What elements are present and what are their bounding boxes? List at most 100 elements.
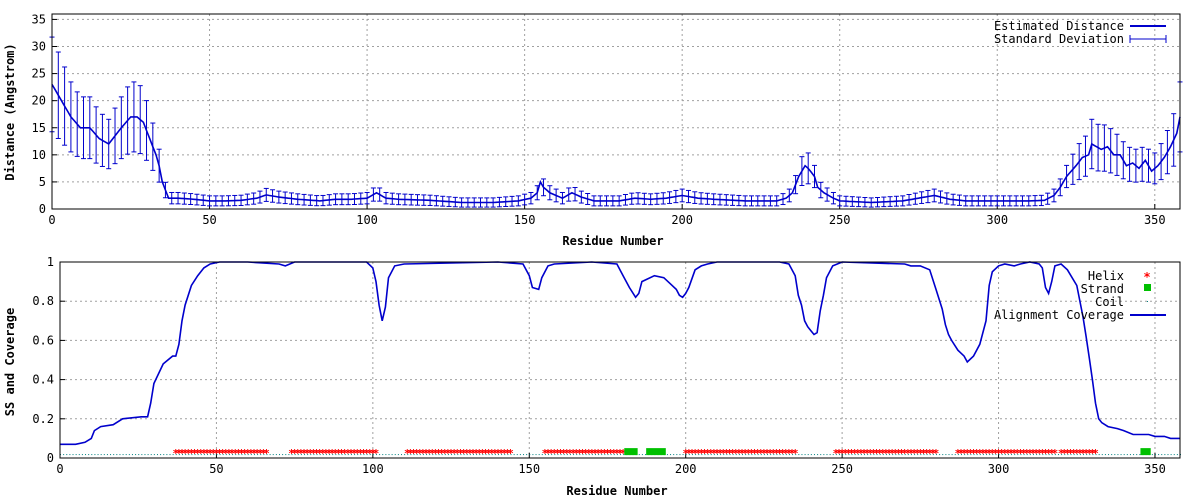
coil-marker <box>91 454 93 456</box>
helix-marker: * <box>930 447 936 460</box>
helix-marker: * <box>889 447 895 460</box>
coil-marker <box>1007 454 1009 456</box>
helix-marker: * <box>173 447 179 460</box>
coil-marker <box>141 454 143 456</box>
coil-marker <box>645 454 647 456</box>
coil-marker <box>860 454 862 456</box>
helix-marker: * <box>1093 447 1099 460</box>
helix-marker: * <box>786 447 792 460</box>
coil-marker <box>813 454 815 456</box>
coil-marker <box>1176 454 1178 456</box>
x-tick-label: 0 <box>48 213 55 227</box>
coil-marker <box>372 454 374 456</box>
helix-marker: * <box>605 447 611 460</box>
helix-marker: * <box>542 447 548 460</box>
helix-marker: * <box>586 447 592 460</box>
y-tick-label: 0.2 <box>32 412 54 426</box>
coil-marker <box>394 454 396 456</box>
helix-marker: * <box>692 447 698 460</box>
coil-marker <box>447 454 449 456</box>
coil-marker <box>1079 454 1081 456</box>
coil-marker <box>945 454 947 456</box>
coverage-x-axis-label: Residue Number <box>566 484 667 498</box>
helix-marker: * <box>217 447 223 460</box>
x-tick-label: 200 <box>671 213 693 227</box>
x-tick-label: 50 <box>209 462 223 476</box>
coil-marker <box>932 454 934 456</box>
helix-marker: * <box>451 447 457 460</box>
coil-marker <box>1048 454 1050 456</box>
coil-marker <box>1133 454 1135 456</box>
coil-marker <box>523 454 525 456</box>
coil-marker <box>995 454 997 456</box>
coil-marker <box>882 454 884 456</box>
coil-marker <box>182 454 184 456</box>
coil-marker <box>466 454 468 456</box>
coil-marker <box>253 454 255 456</box>
coil-marker <box>1108 454 1110 456</box>
coil-marker <box>760 454 762 456</box>
coil-marker <box>451 454 453 456</box>
helix-marker: * <box>470 447 476 460</box>
helix-marker: * <box>1027 447 1033 460</box>
coil-marker <box>429 454 431 456</box>
helix-marker: * <box>1011 447 1017 460</box>
coil-marker <box>1020 454 1022 456</box>
coil-marker <box>1117 454 1119 456</box>
coil-marker <box>757 454 759 456</box>
legend-strand-marker <box>1144 284 1151 291</box>
coil-marker <box>185 454 187 456</box>
helix-marker: * <box>433 447 439 460</box>
coil-marker <box>266 454 268 456</box>
coil-marker <box>1045 454 1047 456</box>
helix-marker: * <box>861 447 867 460</box>
helix-marker: * <box>367 447 373 460</box>
helix-marker: * <box>495 447 501 460</box>
coil-marker <box>616 454 618 456</box>
coil-marker <box>1129 454 1131 456</box>
y-tick-label: 0 <box>39 202 46 216</box>
helix-marker: * <box>611 447 617 460</box>
coil-marker <box>207 454 209 456</box>
coil-marker <box>1001 454 1003 456</box>
coil-marker <box>310 454 312 456</box>
coil-marker <box>698 454 700 456</box>
helix-marker: * <box>201 447 207 460</box>
helix-marker: * <box>864 447 870 460</box>
helix-marker: * <box>573 447 579 460</box>
coil-marker <box>291 454 293 456</box>
coil-marker <box>401 454 403 456</box>
coil-marker <box>319 454 321 456</box>
coil-marker <box>75 454 77 456</box>
helix-marker: * <box>767 447 773 460</box>
helix-marker: * <box>886 447 892 460</box>
helix-marker: * <box>489 447 495 460</box>
helix-marker: * <box>176 447 182 460</box>
coil-marker <box>804 454 806 456</box>
coil-marker <box>1076 454 1078 456</box>
helix-marker: * <box>999 447 1005 460</box>
helix-marker: * <box>361 447 367 460</box>
coil-marker <box>178 454 180 456</box>
helix-marker: * <box>492 447 498 460</box>
coil-marker <box>85 454 87 456</box>
x-tick-label: 350 <box>1144 462 1166 476</box>
helix-marker: * <box>836 447 842 460</box>
distance-x-axis-label: Residue Number <box>562 234 663 248</box>
coil-marker <box>1126 454 1128 456</box>
coil-marker <box>929 454 931 456</box>
helix-marker: * <box>996 447 1002 460</box>
helix-marker: * <box>964 447 970 460</box>
coil-marker <box>682 454 684 456</box>
helix-marker: * <box>332 447 338 460</box>
coil-marker <box>232 454 234 456</box>
coil-marker <box>676 454 678 456</box>
coil-marker <box>604 454 606 456</box>
coil-marker <box>1023 454 1025 456</box>
estimated-distance-line <box>51 83 1181 204</box>
coil-marker <box>432 454 434 456</box>
coil-marker <box>322 454 324 456</box>
helix-marker: * <box>1058 447 1064 460</box>
helix-marker: * <box>1068 447 1074 460</box>
helix-marker: * <box>483 447 489 460</box>
